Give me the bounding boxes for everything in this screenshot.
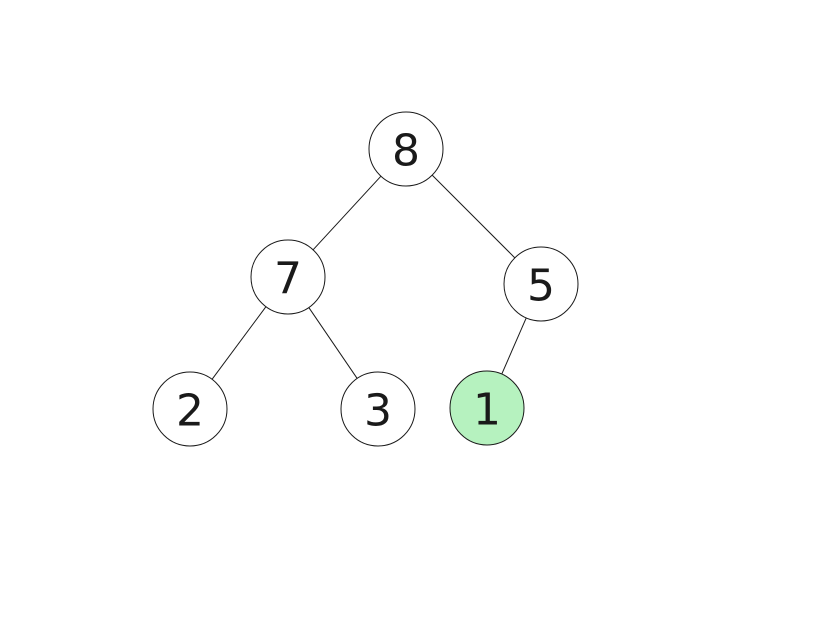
tree-node-highlighted: 1 [449, 370, 525, 446]
node-circle [250, 239, 326, 315]
tree-edge [211, 306, 267, 380]
node-circle [152, 371, 228, 447]
node-value-label: 5 [527, 261, 555, 312]
tree-edge [312, 175, 382, 251]
node-value-label: 8 [392, 126, 420, 177]
tree-node: 3 [340, 371, 416, 447]
node-circle [368, 111, 444, 187]
tree-edge [308, 307, 358, 379]
tree-edges [211, 174, 527, 380]
node-value-label: 7 [274, 254, 302, 305]
tree-edge [431, 174, 516, 259]
tree-edge [501, 317, 527, 375]
node-value-label: 2 [176, 386, 204, 437]
node-circle [503, 246, 579, 322]
node-circle [340, 371, 416, 447]
tree-node: 2 [152, 371, 228, 447]
tree-node: 7 [250, 239, 326, 315]
node-value-label: 3 [364, 386, 392, 437]
tree-nodes: 8 7 5 2 3 1 [152, 111, 579, 447]
tree-node: 8 [368, 111, 444, 187]
node-value-label: 1 [473, 385, 501, 436]
tree-node: 5 [503, 246, 579, 322]
node-circle [449, 370, 525, 446]
